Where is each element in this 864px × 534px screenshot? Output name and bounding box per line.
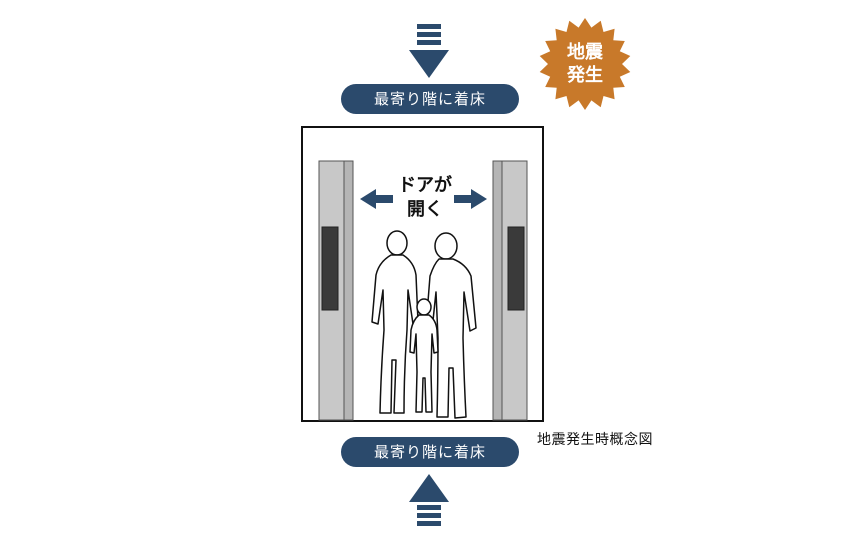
up-arrow-icon bbox=[409, 474, 449, 526]
door-open-label: ドアが 開く bbox=[398, 175, 452, 220]
down-arrow-icon bbox=[409, 24, 449, 78]
right-indicator bbox=[507, 226, 525, 311]
earthquake-badge-text: 地震 発生 bbox=[567, 42, 603, 86]
bottom-floor-landing-label: 最寄り階に着床 bbox=[341, 437, 519, 467]
people-silhouette bbox=[371, 230, 477, 419]
diagram-caption: 地震発生時概念図 bbox=[537, 432, 653, 448]
right-door-inner bbox=[492, 160, 503, 421]
left-arrow-icon bbox=[360, 189, 393, 209]
top-floor-landing-label: 最寄り階に着床 bbox=[341, 84, 519, 114]
left-door-inner bbox=[343, 160, 354, 421]
right-arrow-icon bbox=[454, 189, 487, 209]
left-indicator bbox=[321, 226, 339, 311]
starburst-badge bbox=[539, 18, 631, 110]
